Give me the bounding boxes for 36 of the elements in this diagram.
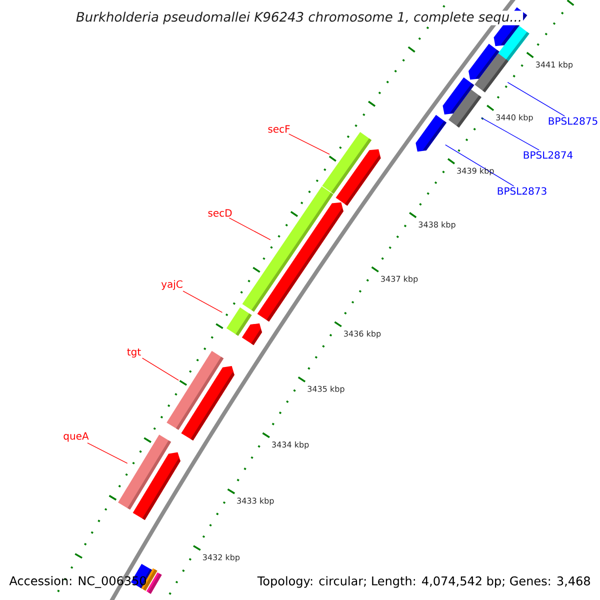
scale-label: 3436 kbp	[344, 330, 381, 338]
gene-pentagon	[468, 44, 500, 80]
gene-pentagon	[336, 149, 381, 206]
leader-line	[228, 218, 271, 240]
gene-pentagon	[181, 366, 234, 441]
leader-line	[288, 134, 330, 155]
leader-line	[182, 290, 223, 313]
gene-label: BPSL2874	[524, 151, 573, 159]
leader-line	[142, 358, 179, 381]
gene-label: tgt	[127, 348, 141, 358]
gene-pentagon	[442, 77, 474, 114]
gene-label: queA	[64, 432, 89, 442]
scale-label: 3440 kbp	[496, 114, 533, 122]
scale-label: 3433 kbp	[237, 498, 274, 506]
gene-bar	[146, 572, 162, 594]
scale-label: 3441 kbp	[536, 61, 573, 70]
leader-line	[87, 442, 128, 464]
gene-label: secD	[208, 209, 232, 217]
gene-label: BPSL2875	[548, 117, 598, 125]
gene-label: secF	[268, 125, 290, 133]
scale-label: 3434 kbp	[272, 441, 309, 450]
scale-label: 3438 kbp	[418, 221, 456, 230]
scale-label: 3432 kbp	[202, 554, 240, 562]
gene-pentagon	[416, 114, 447, 152]
scale-label: 3437 kbp	[381, 276, 418, 284]
title: Burkholderia pseudomallei K96243 chromosome 1, complete sequ...	[74, 10, 524, 26]
gene-pentagon	[257, 202, 344, 322]
leader-line	[445, 144, 514, 186]
leader-line	[480, 117, 540, 150]
gene-pentagon	[132, 452, 180, 520]
scale-label: 3435 kbp	[308, 386, 344, 394]
gene-pentagon	[242, 323, 262, 346]
gene-label: yajC	[161, 280, 182, 290]
gene-label: BPSL2873	[498, 187, 546, 195]
info-text: Topology: circular; Length: 4,074,542 bp; Genes: 3,468	[257, 576, 590, 588]
leader-line	[507, 82, 565, 116]
